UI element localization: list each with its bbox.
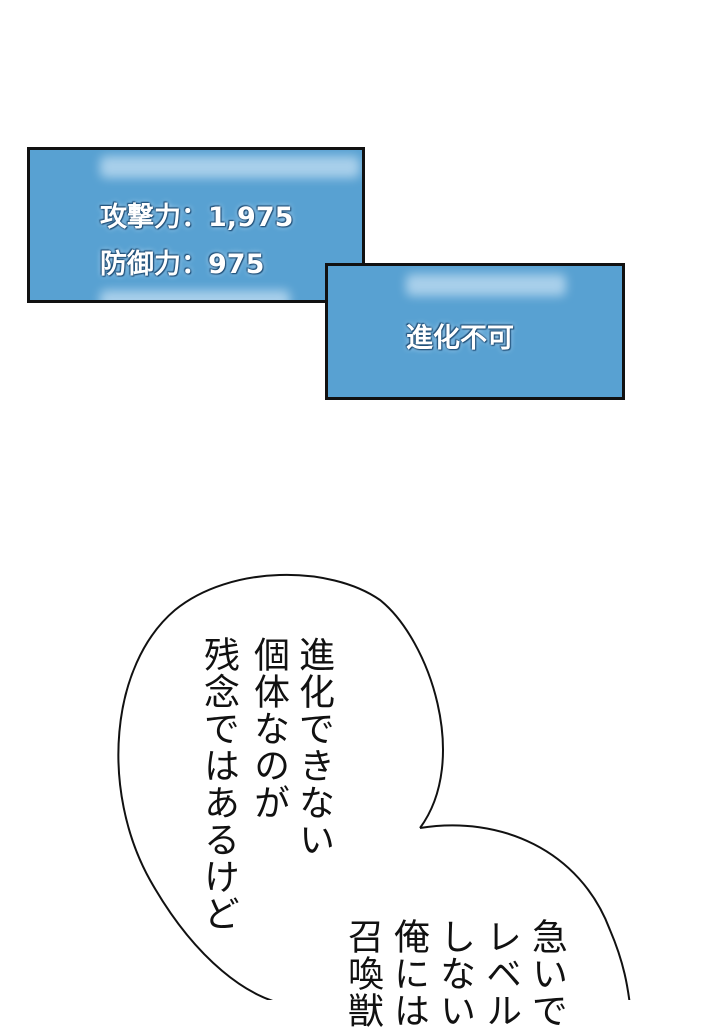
blurred-trait-line — [406, 274, 566, 296]
bubble1-line-2: 個体なのが — [248, 636, 289, 821]
speech-bubble-1 — [117, 573, 444, 1000]
bubble2-line-5: 召喚獣 — [342, 918, 383, 1029]
blurred-stat-line — [100, 156, 360, 178]
bubble2-line-4: 俺には — [388, 918, 429, 1029]
bubble2-line-1: 急いで — [526, 918, 567, 1029]
bubble2-line-3: しない — [434, 918, 475, 1029]
attack-stat: 攻撃力：1,975 — [100, 202, 294, 233]
defense-stat: 防御力：975 — [100, 249, 265, 280]
stats-panel: 攻撃力：1,975 防御力：975 — [27, 147, 365, 303]
evolution-status: 進化不可 — [406, 323, 514, 354]
bubble1-line-3: 残念ではあるけど — [198, 636, 239, 932]
speech-bubbles — [117, 573, 631, 1000]
bubble2-line-2: レベル — [480, 918, 521, 1029]
bubble1-line-1: 進化できない — [293, 636, 334, 858]
blurred-stat-line — [100, 290, 290, 300]
speech-bubble-2 — [419, 824, 631, 1000]
trait-panel: 進化不可 — [325, 263, 625, 400]
